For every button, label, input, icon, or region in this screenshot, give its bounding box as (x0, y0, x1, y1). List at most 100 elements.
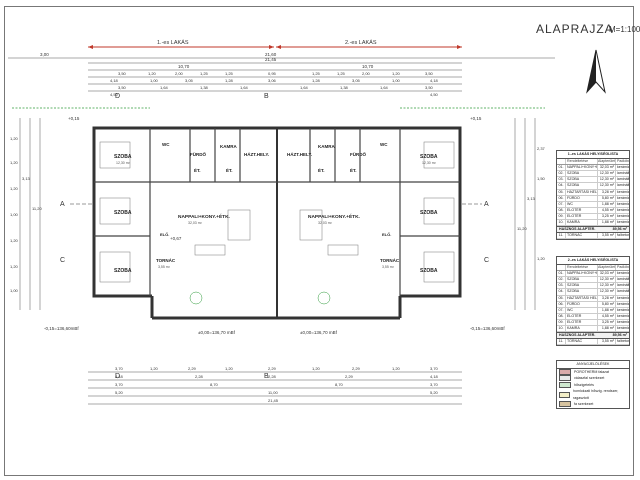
svg-text:10,70: 10,70 (178, 64, 190, 69)
table-cell: 08. (557, 313, 566, 319)
table-cell: 02. (557, 277, 566, 283)
table-row: 11. TORNÁC 3,55 m² fa/beton (557, 233, 629, 240)
svg-text:±0,00=136,70 mBf: ±0,00=136,70 mBf (198, 330, 236, 335)
svg-text:+0,67: +0,67 (170, 236, 182, 241)
table-cell: 06. (557, 301, 566, 307)
svg-text:1,64: 1,64 (240, 85, 249, 90)
svg-text:3,00: 3,00 (40, 52, 49, 57)
table2-sum: HASZNOS ALAPTER. 89,56 m² (557, 332, 629, 340)
table-cell: 02. (557, 171, 566, 177)
svg-text:1,00: 1,00 (10, 288, 19, 293)
svg-text:1,20: 1,20 (150, 366, 159, 371)
svg-text:10,70: 10,70 (362, 64, 374, 69)
table-cell: SZOBA (566, 283, 598, 289)
svg-text:2,29: 2,29 (268, 366, 277, 371)
table-cell: 12,30 m² (599, 171, 616, 177)
table-cell: FÜRDŐ (566, 301, 598, 307)
table-cell: 12,30 m² (599, 183, 616, 189)
legend-swatch (559, 368, 571, 375)
svg-text:4,18: 4,18 (430, 374, 439, 379)
legend-swatch (559, 401, 571, 408)
table-cell: SZOBA (566, 171, 598, 177)
legend-label: hőszigetelés (574, 382, 594, 387)
svg-text:3,13: 3,13 (22, 176, 31, 181)
table-cell: 1,88 m² (598, 220, 616, 226)
svg-text:4,18: 4,18 (430, 78, 439, 83)
svg-text:KAMRA: KAMRA (220, 144, 237, 149)
svg-text:4,50: 4,50 (110, 92, 119, 97)
svg-text:12,30 m²: 12,30 m² (422, 161, 437, 165)
building-walls (92, 126, 462, 320)
legend-swatch (559, 381, 571, 388)
svg-text:1,20: 1,20 (392, 71, 401, 76)
table-cell: kerámia (617, 313, 629, 318)
svg-text:ÉT.: ÉT. (194, 166, 201, 173)
table-cell: 12,30 m² (599, 283, 616, 289)
interior-walls (94, 128, 460, 296)
svg-text:-0,15=136,60mBf: -0,15=136,60mBf (44, 326, 79, 331)
unit-bars: 1.-es LAKÁS 2.-es LAKÁS (88, 39, 462, 49)
svg-text:4,50: 4,50 (430, 92, 439, 97)
svg-text:3,05: 3,05 (352, 78, 361, 83)
svg-text:SZOBA: SZOBA (420, 268, 438, 274)
svg-text:3,13: 3,13 (527, 196, 536, 201)
svg-text:B: B (264, 373, 269, 380)
table-cell: kerámia (617, 220, 629, 225)
table1-sum: HASZNOS ALAPTER. 89,56 m² (557, 226, 629, 234)
svg-text:SZOBA: SZOBA (114, 268, 132, 274)
right-dim-texts: 2,37 1,50 3,13 11,20 1,20 (517, 146, 546, 261)
table-cell: SZOBA (566, 277, 598, 283)
svg-text:3,70: 3,70 (115, 382, 124, 387)
svg-text:1,20: 1,20 (10, 136, 19, 141)
table-cell: SZOBA (566, 183, 598, 189)
table-cell: kerámia (617, 213, 629, 218)
table2-title: 2.-es LAKÁS HELYISÉGLISTA (557, 257, 629, 266)
svg-text:SZOBA: SZOBA (114, 210, 132, 216)
section-markers: A A B B C C D D (60, 93, 489, 380)
table-cell: 09. (557, 319, 566, 326)
table-cell: FÜRDŐ (566, 195, 598, 201)
table-cell: 03. (557, 177, 566, 183)
sheet-frame (4, 6, 634, 476)
table-cell: HÁZTARTÁSI HELYISÉG (567, 295, 598, 301)
legend-item: fa szerkezet (557, 401, 629, 408)
table-cell: 09. (557, 213, 566, 220)
svg-text:NAPPALI+KONY.+ÉTK.: NAPPALI+KONY.+ÉTK. (308, 212, 360, 220)
svg-text:3,70: 3,70 (430, 382, 439, 387)
svg-text:3,05: 3,05 (185, 78, 194, 83)
svg-text:3,50: 3,50 (118, 71, 127, 76)
table-cell: ELŐTÉR (566, 319, 598, 326)
svg-text:TORNÁC: TORNÁC (156, 257, 176, 263)
legend-label: fa szerkezet (574, 402, 594, 406)
table-cell: kerámia (617, 207, 629, 212)
svg-text:FÜRDŐ: FÜRDŐ (190, 151, 206, 157)
table-cell: 1,88 m² (598, 307, 616, 313)
unit1-label: 1.-es LAKÁS (157, 39, 189, 46)
furniture (99, 141, 455, 305)
svg-text:2,28: 2,28 (268, 374, 277, 379)
svg-text:3,55 m²: 3,55 m² (382, 265, 395, 269)
svg-text:HÁZT.HELY.: HÁZT.HELY. (244, 151, 269, 157)
table-cell: NAPPALI+KONY+ÉTKEZŐ (567, 271, 598, 277)
svg-text:21,60: 21,60 (265, 52, 277, 57)
table-cell: 32,03 m² (599, 165, 616, 171)
svg-text:1,25: 1,25 (200, 71, 209, 76)
sheet-title: ALAPRAJZA (536, 22, 614, 36)
top-dim-texts: 3,00 21,60 21,45 10,70 10,70 3,50 1,20 2… (40, 52, 439, 97)
top-dimensions (8, 57, 555, 92)
legend-item: POROTHERM falazat (557, 368, 629, 376)
table-cell: 5,80 m² (598, 301, 616, 307)
svg-text:2,28: 2,28 (195, 374, 204, 379)
